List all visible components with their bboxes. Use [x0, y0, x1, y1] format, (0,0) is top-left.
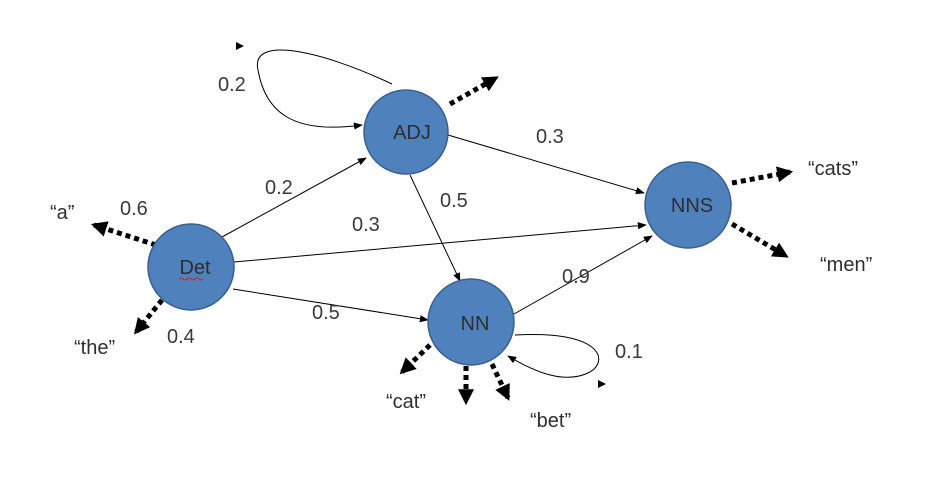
emission-adj-out [448, 75, 499, 107]
weight-adj-nn: 0.5 [440, 190, 468, 212]
weight-nn-self: 0.1 [615, 341, 643, 363]
edge-det-nns [233, 222, 647, 263]
node-nn: NN [427, 278, 515, 366]
emission-word-a: “a” [50, 202, 74, 224]
weight-nn-nns: 0.9 [562, 266, 590, 288]
node-adj-label: ADJ [393, 122, 431, 144]
edge-adj-nn [409, 174, 461, 282]
weight-adj-nns: 0.3 [536, 126, 564, 148]
node-adj: ADJ [363, 89, 449, 175]
emission-word-cats: “cats” [808, 158, 858, 180]
edge-nn-self-loop [507, 333, 600, 378]
emission-word-bet: “bet” [530, 410, 571, 432]
weight-det-adj: 0.2 [265, 177, 293, 199]
node-nn-label: NN [461, 313, 490, 335]
emission-nns-men [730, 221, 789, 259]
node-det-label: Det [179, 257, 211, 279]
node-nns: NNS [644, 161, 732, 249]
node-det: Det [147, 223, 235, 311]
weight-det-nns: 0.3 [352, 214, 380, 236]
edge-adj-self-loop [256, 49, 393, 130]
emission-det-a [90, 221, 157, 248]
emission-nn-cat [399, 343, 432, 375]
edge-det-nn [232, 288, 429, 323]
edge-nn-nns [513, 235, 653, 315]
weight-det-nn: 0.5 [312, 302, 340, 324]
emission-word-men: “men” [820, 254, 872, 276]
node-nns-label: NNS [671, 195, 713, 217]
edge-det-adj [221, 157, 367, 238]
emission-nns-cats [731, 166, 794, 186]
stray-arrowhead-top [236, 42, 244, 50]
edge-adj-nns [447, 134, 645, 195]
emission-det-the [133, 298, 164, 335]
weight-adj-self: 0.2 [218, 74, 246, 96]
emission-word-the: “the” [74, 337, 115, 359]
emission-prob-the: 0.4 [167, 326, 195, 348]
spellcheck-squiggle [178, 277, 204, 281]
emission-prob-a: 0.6 [120, 198, 148, 220]
emission-nn-bet [489, 362, 511, 401]
stray-arrowhead-bottom-right [598, 380, 606, 388]
emission-word-cat: “cat” [386, 391, 426, 413]
